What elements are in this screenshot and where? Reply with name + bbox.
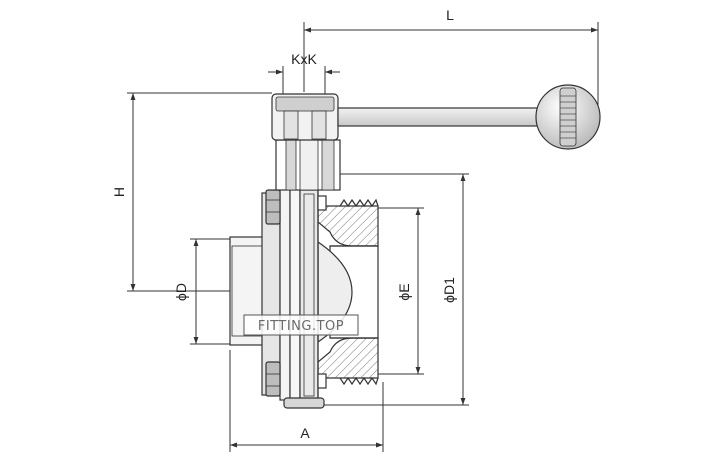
body-section-bottom	[317, 337, 379, 379]
lever-rod	[337, 107, 539, 127]
dim-label-E: ϕE	[396, 283, 412, 300]
dim-label-D: ϕD	[173, 283, 189, 301]
thread-bottom	[339, 376, 379, 386]
bolt-top	[265, 189, 281, 225]
handle-assembly	[271, 84, 601, 191]
dim-label-D1: ϕD1	[441, 277, 457, 303]
dim-label-L: L	[446, 7, 454, 23]
center-flange	[289, 185, 301, 407]
dim-label-H: H	[111, 187, 127, 197]
dimension-lines	[127, 22, 599, 452]
watermark: FITTING.TOP	[243, 314, 359, 336]
valve-body	[229, 185, 379, 409]
thread-top	[339, 198, 379, 208]
dim-label-KxK: KxK	[291, 51, 317, 67]
bolt-bottom	[265, 361, 281, 397]
dim-label-A: A	[300, 425, 310, 441]
watermark-text: FITTING.TOP	[258, 319, 344, 334]
body-section-top	[317, 205, 379, 247]
bottom-stub	[283, 397, 325, 409]
